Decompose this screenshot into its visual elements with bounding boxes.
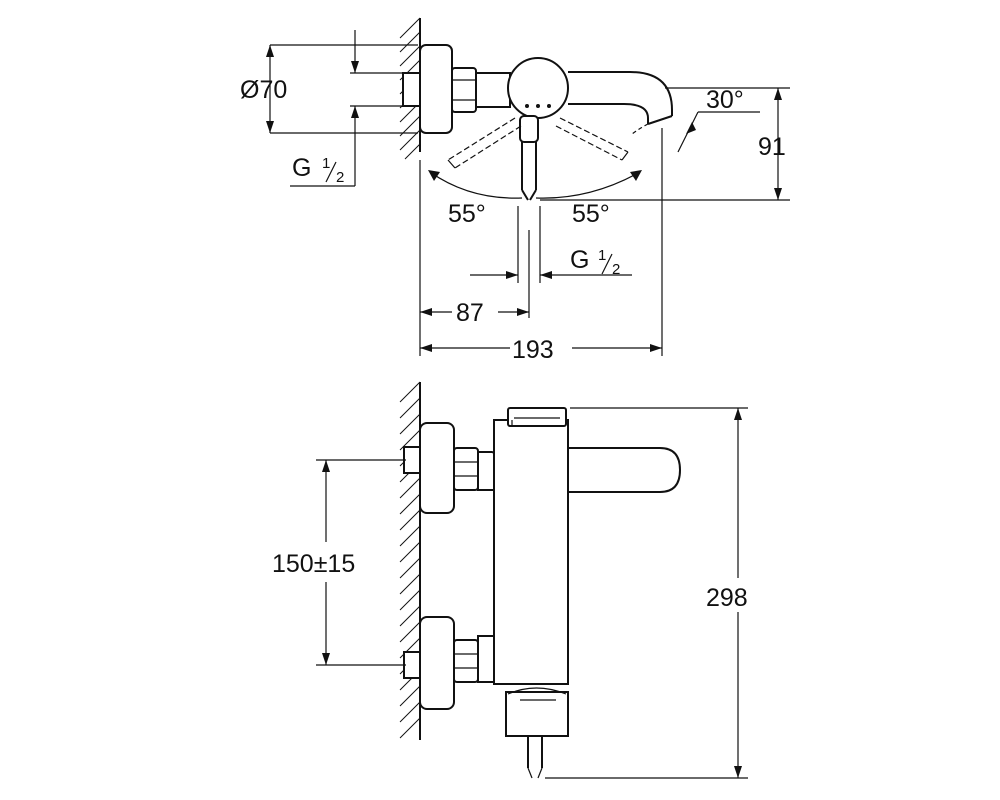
lever-front [567, 447, 682, 493]
lever-hub-top [519, 115, 539, 143]
thread-left-den: 2 [336, 169, 344, 186]
rosette-upper [419, 422, 455, 514]
height-91-label: 91 [758, 133, 786, 161]
thread-center-base: G [570, 246, 589, 274]
dimension-inlet-spacing: 150±15 [272, 459, 406, 666]
thread-left-num: 1 [322, 155, 330, 172]
hex-nut-upper [453, 447, 479, 491]
diameter-label: Ø70 [240, 76, 287, 104]
dimension-height-298: 298 [545, 407, 748, 779]
thread-center-den: 2 [612, 261, 620, 278]
lever-swivel-right [555, 117, 629, 161]
dimension-thread-center: G 1 2 [470, 206, 632, 283]
dimension-thread-left: G 1 2 [290, 30, 403, 187]
inlet-spacing-label: 150±15 [272, 550, 355, 578]
hex-nut-top [451, 67, 477, 113]
rosette-top [419, 44, 453, 134]
front-view: 150±15 298 [272, 381, 748, 779]
dimension-angle-30: 30° [677, 86, 760, 153]
top-cap [507, 407, 567, 427]
rosette-lower [419, 616, 455, 710]
connector-arm-top [475, 72, 511, 108]
swivel-left-label: 55° [448, 200, 486, 228]
mixer-body-top [507, 57, 569, 119]
thread-left-base: G [292, 154, 311, 182]
spout-top [568, 71, 673, 116]
dimension-diameter: Ø70 [240, 44, 418, 134]
height-298-label: 298 [706, 584, 748, 612]
wall-hatching-front [399, 381, 421, 739]
hex-nut-lower [453, 639, 479, 683]
dimension-swivel-right: 55° [535, 170, 642, 228]
mixer-body-front [493, 419, 569, 685]
swivel-right-label: 55° [572, 200, 610, 228]
top-view: Ø70 G 1 2 30° [240, 17, 790, 364]
lever-swivel-left [447, 117, 522, 169]
dim-87-label: 87 [456, 299, 484, 327]
dimension-87: 87 [419, 160, 530, 356]
thread-center-num: 1 [598, 247, 606, 264]
angle-30-label: 30° [706, 86, 744, 114]
diverter-housing [505, 691, 569, 737]
dimension-193: 193 [420, 128, 663, 364]
dimension-height-91: 91 [540, 87, 790, 201]
dim-193-label: 193 [512, 336, 554, 364]
dimension-swivel-left: 55° [428, 170, 523, 228]
